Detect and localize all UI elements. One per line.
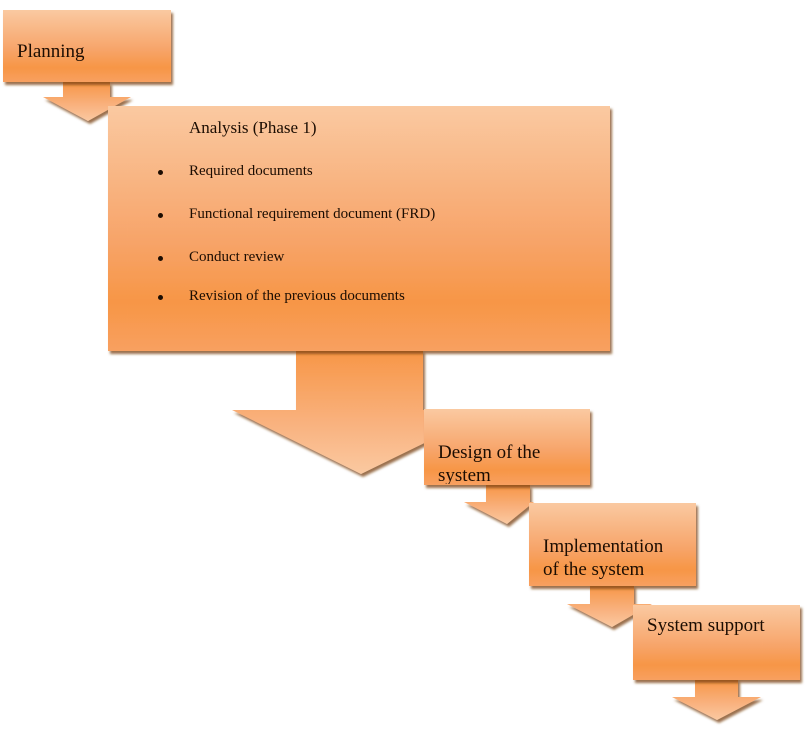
bullet-text: Revision of the previous documents xyxy=(189,288,405,304)
analysis-title: Analysis (Phase 1) xyxy=(189,118,317,137)
arrow-planning-to-analysis xyxy=(43,82,131,121)
down-arrow-icon xyxy=(567,585,652,627)
bullet-icon xyxy=(158,256,163,261)
bullet-text: Functional requirement document (FRD) xyxy=(189,206,436,222)
implementation-box xyxy=(529,503,696,586)
design-box xyxy=(424,409,590,485)
support-label: System support xyxy=(647,615,765,636)
design-label: Design of the system xyxy=(424,409,590,484)
bullet-icon xyxy=(158,213,163,218)
down-arrow-icon xyxy=(672,679,761,720)
support-box xyxy=(633,605,800,680)
arrow-design-to-implementation xyxy=(464,485,534,524)
bullet-text: Required documents xyxy=(189,163,313,179)
implementation-label-line-1: Implementation xyxy=(543,536,664,557)
design-label-line-1: Design of the xyxy=(438,442,541,463)
down-arrow-icon xyxy=(43,82,131,121)
arrow-implementation-to-support xyxy=(567,585,652,627)
bullet-icon xyxy=(158,295,163,300)
down-arrow-icon xyxy=(232,350,492,474)
bullet-icon xyxy=(158,170,163,175)
bullet-text: Conduct review xyxy=(189,249,285,265)
analysis-box xyxy=(108,106,610,351)
planning-box xyxy=(3,10,171,82)
arrow-analysis-to-design xyxy=(232,350,492,474)
down-arrow-icon xyxy=(464,485,534,524)
arrow-support-next xyxy=(672,679,761,720)
design-label-line-2: system xyxy=(438,465,491,484)
planning-label: Planning xyxy=(17,41,85,62)
implementation-label-line-2: of the system xyxy=(543,559,645,580)
